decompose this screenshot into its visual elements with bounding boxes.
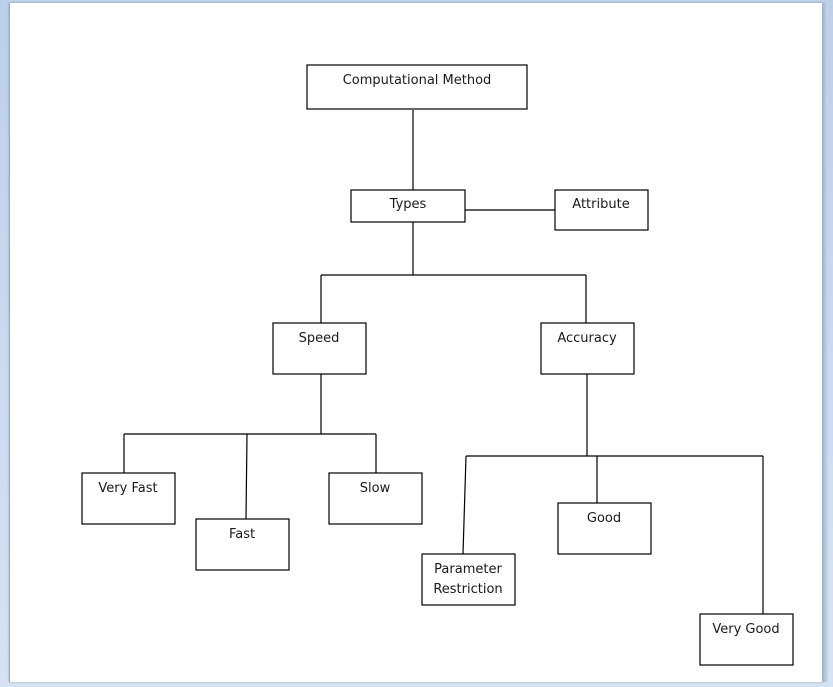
node-very-fast: Very Fast [81, 472, 176, 525]
edge-bar-parameter [462, 455, 467, 555]
node-label-attribute: Attribute [572, 197, 629, 212]
node-parameter-restriction: Parameter Restriction [421, 553, 516, 606]
node-slow: Slow [328, 472, 423, 525]
node-label-very-good: Very Good [712, 622, 779, 637]
node-label-accuracy: Accuracy [557, 331, 617, 346]
connectors [123, 110, 764, 614]
node-good: Good [557, 502, 652, 555]
node-label-types: Types [389, 197, 427, 212]
node-fast: Fast [195, 518, 290, 571]
node-label-computational-method: Computational Method [343, 73, 492, 88]
node-label-slow: Slow [360, 481, 391, 496]
node-label-good: Good [587, 511, 621, 526]
edge-bar-fast [245, 433, 248, 520]
node-attribute: Attribute [554, 189, 649, 231]
node-label-very-fast: Very Fast [98, 481, 157, 496]
node-very-good: Very Good [699, 613, 794, 666]
node-computational-method: Computational Method [306, 64, 528, 110]
document-page [9, 3, 824, 682]
node-speed: Speed [272, 322, 367, 375]
node-label-parameter: Parameter [434, 562, 502, 577]
node-label-speed: Speed [299, 331, 340, 346]
node-label-fast: Fast [229, 527, 255, 542]
node-label-restriction: Restriction [433, 582, 502, 597]
node-accuracy: Accuracy [540, 322, 635, 375]
node-types: Types [350, 189, 466, 223]
page-shadow [822, 3, 828, 682]
